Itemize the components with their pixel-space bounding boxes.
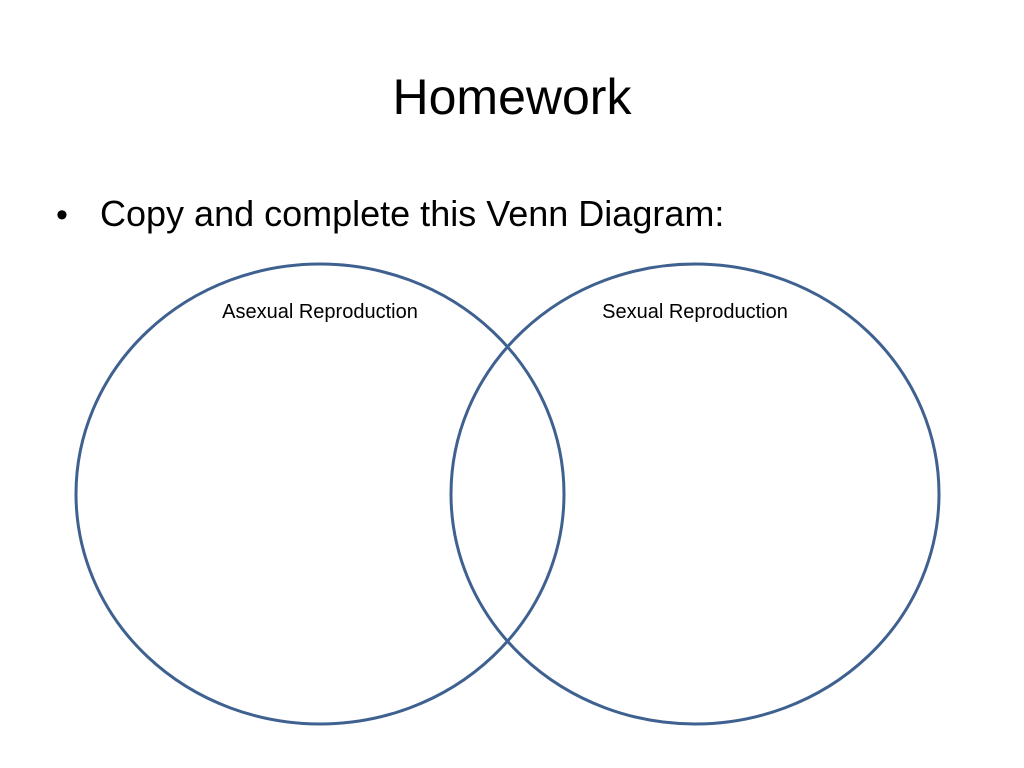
venn-right-label: Sexual Reproduction: [602, 301, 788, 323]
venn-left-label: Asexual Reproduction: [222, 301, 418, 323]
bullet-item: • Copy and complete this Venn Diagram:: [56, 190, 724, 239]
slide-title: Homework: [392, 69, 632, 125]
bullet-text: Copy and complete this Venn Diagram:: [100, 193, 725, 234]
venn-right-circle: [449, 262, 941, 726]
venn-left-circle: [74, 262, 566, 726]
bullet-dot-icon: •: [56, 196, 68, 234]
